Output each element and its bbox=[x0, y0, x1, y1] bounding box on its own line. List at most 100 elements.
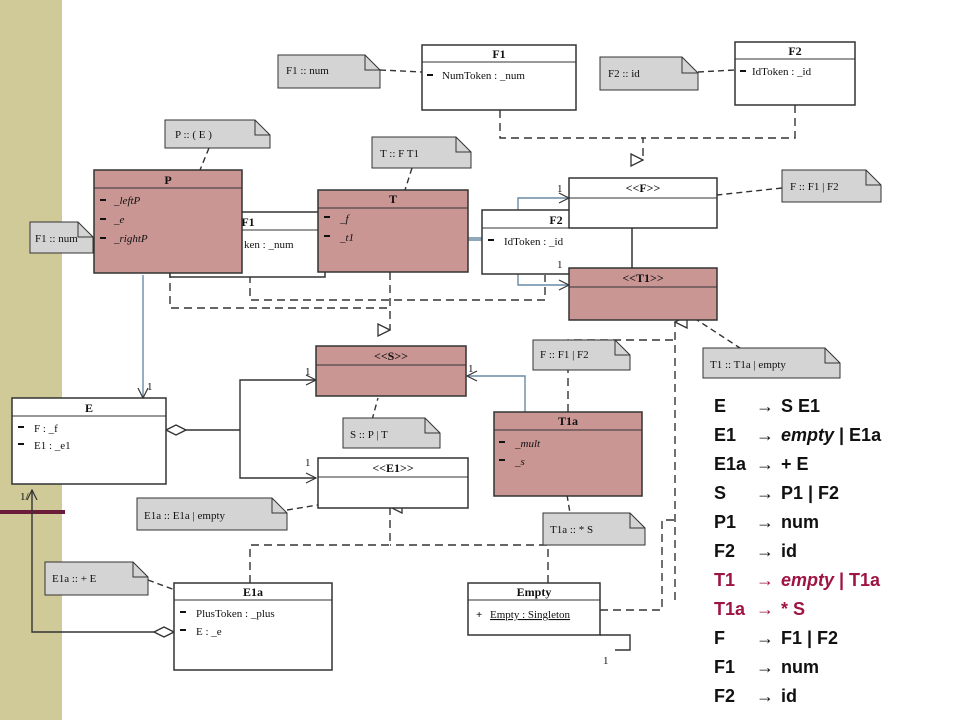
svg-text:Empty : Singleton: Empty : Singleton bbox=[490, 609, 571, 621]
svg-text:<<T1>>: <<T1>> bbox=[622, 271, 664, 285]
svg-text:T1a: T1a bbox=[558, 414, 578, 428]
svg-text:_e: _e bbox=[113, 214, 125, 226]
svg-text:T :: F T1: T :: F T1 bbox=[380, 148, 419, 160]
svg-text:E : _e: E : _e bbox=[196, 626, 222, 638]
svg-text:_t1: _t1 bbox=[339, 232, 354, 244]
grammar-rhs: P1 | F2 bbox=[781, 483, 840, 503]
grammar-lhs: E bbox=[714, 396, 727, 416]
note-link-t1a bbox=[566, 494, 571, 514]
right-arrow-icon: → bbox=[756, 396, 774, 416]
svg-text:E1 : _e1: E1 : _e1 bbox=[34, 440, 71, 452]
right-arrow-icon: → bbox=[756, 425, 774, 445]
svg-text:_rightP: _rightP bbox=[113, 233, 148, 245]
grammar-rule: T1→empty | T1a bbox=[714, 566, 954, 595]
svg-text:F :: F1 | F2: F :: F1 | F2 bbox=[540, 349, 589, 361]
svg-text:_leftP: _leftP bbox=[113, 195, 141, 207]
grammar-rule: E1a→+ E bbox=[714, 450, 954, 479]
note-p-rule: P :: ( E ) bbox=[164, 119, 271, 149]
grammar-lhs: F1 bbox=[714, 657, 736, 677]
grammar-rhs: * S bbox=[781, 599, 806, 619]
grammar-rhs: num bbox=[781, 512, 819, 532]
note-f-rule: F :: F1 | F2 bbox=[781, 169, 882, 203]
grammar-rhs: num bbox=[781, 657, 819, 677]
svg-text:<<E1>>: <<E1>> bbox=[372, 461, 414, 475]
grammar-rhs: empty | E1a bbox=[781, 425, 882, 445]
right-arrow-icon: → bbox=[756, 570, 774, 590]
svg-text:1: 1 bbox=[557, 259, 563, 271]
gen-f1-f bbox=[499, 110, 643, 139]
svg-text:E: E bbox=[85, 401, 93, 415]
svg-text:F2: F2 bbox=[549, 213, 562, 227]
svg-text:1: 1 bbox=[468, 363, 474, 375]
note-link-s bbox=[371, 397, 379, 421]
svg-text:_mult: _mult bbox=[514, 438, 541, 450]
note-e1a-plus: E1a :: + E bbox=[44, 561, 149, 596]
svg-text:Empty: Empty bbox=[517, 585, 552, 599]
svg-text:1: 1 bbox=[147, 381, 153, 393]
svg-text:_s: _s bbox=[514, 456, 525, 468]
grammar-lhs: F bbox=[714, 628, 725, 648]
note-link-e1a-empty bbox=[286, 504, 319, 511]
svg-text:ken : _num: ken : _num bbox=[244, 239, 294, 251]
grammar-rule: F2→id bbox=[714, 537, 954, 566]
class-e: E F : _f E1 : _e1 bbox=[11, 397, 167, 485]
grammar-lhs: E1 bbox=[714, 425, 737, 445]
svg-text:1: 1 bbox=[305, 366, 311, 378]
svg-text:P :: ( E ): P :: ( E ) bbox=[175, 129, 212, 141]
agg-diamond-e bbox=[164, 424, 188, 436]
gen-empty-e1 bbox=[390, 544, 549, 583]
svg-text:<<S>>: <<S>> bbox=[374, 349, 408, 363]
svg-text:F : _f: F : _f bbox=[34, 423, 58, 435]
assoc-e-e1 bbox=[239, 430, 316, 478]
svg-text:F1: F1 bbox=[241, 215, 254, 229]
grammar-lhs: E1a bbox=[714, 454, 747, 474]
gen-f1-back bbox=[249, 275, 546, 301]
class-f-interface: <<F>> bbox=[568, 177, 718, 229]
note-f2-id: F2 :: id bbox=[599, 56, 699, 91]
grammar-rule: F1 → num bbox=[714, 653, 954, 682]
svg-text:T1a :: * S: T1a :: * S bbox=[550, 524, 593, 536]
class-p: P _leftP _e _rightP bbox=[93, 169, 243, 274]
svg-text:1/: 1/ bbox=[20, 491, 30, 503]
grammar-rule: S → P1 | F2 bbox=[714, 479, 954, 508]
gen-f2-f bbox=[643, 105, 796, 160]
right-arrow-icon: → bbox=[756, 657, 774, 677]
classes: F1 NumToken : _num F2 IdToken : _id F1 k… bbox=[11, 41, 856, 671]
note-e1a-empty: E1a :: E1a | empty bbox=[136, 497, 288, 531]
note-t-rule: T :: F T1 bbox=[371, 136, 472, 169]
gen-p-s bbox=[169, 270, 390, 309]
right-arrow-icon: → bbox=[756, 512, 774, 532]
grammar-lhs: T1 bbox=[714, 570, 736, 590]
note-link-t bbox=[404, 167, 413, 191]
grammar-lhs: F2 bbox=[714, 686, 736, 706]
grammar-rule: P1 → num bbox=[714, 508, 954, 537]
gen-e1a-e1 bbox=[249, 507, 390, 583]
grammar-rhs: F1 | F2 bbox=[781, 628, 839, 648]
svg-text:1: 1 bbox=[557, 183, 563, 195]
grammar-lhs: P1 bbox=[714, 512, 737, 532]
grammar-lhs: S bbox=[714, 483, 727, 503]
grammar-rule: T1a→* S bbox=[714, 595, 954, 624]
svg-text:F2: F2 bbox=[788, 44, 801, 58]
svg-text:F :: F1 | F2: F :: F1 | F2 bbox=[790, 181, 839, 193]
grammar-rule: E1 → empty | E1a bbox=[714, 421, 954, 450]
right-arrow-icon: → bbox=[756, 686, 774, 706]
class-e1-interface: <<E1>> bbox=[317, 457, 469, 509]
note-link-f1 bbox=[379, 69, 423, 73]
svg-text:E1a :: + E: E1a :: + E bbox=[52, 573, 97, 585]
agg-diamond-e1a bbox=[152, 626, 176, 638]
assoc-e1a-e bbox=[32, 490, 154, 633]
svg-text:T: T bbox=[389, 192, 397, 206]
svg-text:F1 :: num: F1 :: num bbox=[286, 65, 329, 77]
note-link-f bbox=[716, 187, 783, 196]
svg-text:+: + bbox=[476, 609, 482, 621]
right-arrow-icon: → bbox=[756, 541, 774, 561]
svg-text:1: 1 bbox=[305, 457, 311, 469]
svg-text:1: 1 bbox=[603, 655, 609, 667]
svg-text:F1: F1 bbox=[492, 47, 505, 61]
note-link-e1a-plus bbox=[147, 579, 176, 591]
grammar-rule: F→F1 | F2 bbox=[714, 624, 954, 653]
grammar-rhs: id bbox=[781, 541, 797, 561]
right-arrow-icon: → bbox=[756, 483, 774, 503]
